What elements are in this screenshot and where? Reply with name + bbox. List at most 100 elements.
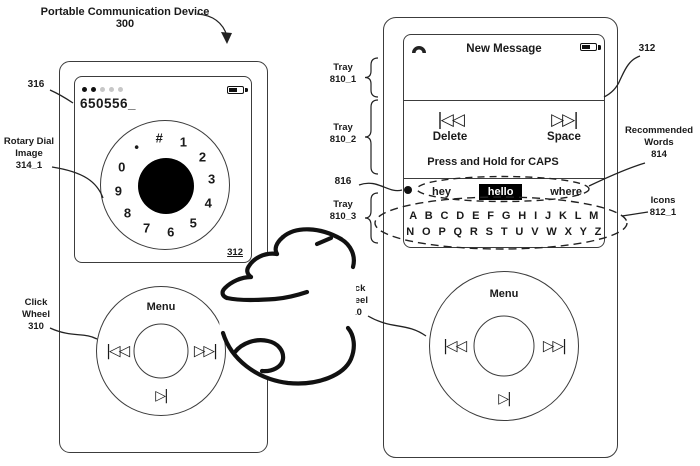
dial-digit: 5 — [190, 215, 197, 230]
rewind-icon: |◁◁ — [418, 110, 482, 130]
brace-tray-810-2 — [365, 100, 378, 174]
callout-line: 810_1 — [322, 74, 364, 86]
dial-digit: 1 — [180, 134, 187, 149]
next-track-icon: ▷▷| — [543, 336, 565, 354]
callout-recommended-words: RecommendedWords814 — [620, 125, 698, 161]
callout-312-screen: 312 — [630, 43, 664, 56]
brace-tray-810-3 — [365, 193, 378, 243]
callout-316: 316 — [22, 79, 50, 92]
callout-tray-810-3: Tray810_3 — [322, 199, 364, 223]
callout-line: Tray — [322, 199, 364, 211]
callout-line: Image — [0, 148, 58, 160]
fast-forward-icon: ▷▷| — [532, 110, 596, 130]
hand-knuckle-1 — [276, 237, 283, 254]
dial-digit: 0 — [118, 159, 125, 174]
delete-label: Delete — [418, 131, 482, 143]
keyboard-row-1: A B C D E F G H I J K L M — [404, 210, 604, 222]
callout-icons-812-1: Icons812_1 — [634, 195, 692, 219]
signal-dot-filled — [82, 87, 87, 92]
callout-line: Tray — [322, 122, 364, 134]
left-status-bar — [82, 84, 244, 95]
dial-digit: 6 — [167, 224, 174, 239]
callout-rotary-dial-image: Rotary DialImage314_1 — [0, 136, 58, 172]
recommended-word: where — [550, 186, 582, 198]
callout-line: 814 — [620, 149, 698, 161]
tray-divider-1 — [404, 100, 604, 101]
callout-line: Words — [620, 137, 698, 149]
callout-line: Tray — [322, 62, 364, 74]
previous-track-icon: |◁◁ — [106, 341, 128, 359]
dialed-number: 650556_ — [80, 96, 136, 111]
wheel-center-button — [474, 316, 535, 377]
keyboard-row-2: N O P Q R S T U V W X Y Z — [404, 226, 604, 238]
previous-track-icon: |◁◁ — [443, 336, 465, 354]
right-device-screen: New Message |◁◁ Delete ▷▷| Space Press a… — [403, 34, 605, 248]
signal-strength-dots — [82, 87, 127, 92]
fingernail-mark — [317, 238, 331, 244]
callout-click-wheel-right: ClickWheel310 — [330, 283, 378, 319]
callout-line: 314_1 — [0, 160, 58, 172]
screen-title: New Message — [404, 43, 604, 55]
hand-top-finger — [283, 229, 341, 239]
callout-tray-810-1: Tray810_1 — [322, 62, 364, 86]
dial-digit: # — [156, 131, 163, 146]
callout-line: 810_3 — [322, 211, 364, 223]
figure-title: Portable Communication Device 300 — [40, 6, 210, 30]
callout-click-wheel-left: ClickWheel310 — [12, 297, 60, 333]
callout-line: Icons — [634, 195, 692, 207]
callout-line: Rotary Dial — [0, 136, 58, 148]
next-track-icon: ▷▷| — [194, 341, 216, 359]
play-pause-icon: ▷| — [97, 388, 225, 404]
dial-digit: 8 — [124, 206, 131, 221]
signal-dot-empty — [118, 87, 123, 92]
delete-control: |◁◁ Delete — [418, 110, 482, 143]
dial-digit: 4 — [205, 196, 212, 211]
callout-line: 310 — [330, 307, 378, 319]
left-device-body: 650556_ #123 45 6 789 0 • 312 Menu |◁◁ ▷▷| ▷| — [59, 61, 268, 453]
callout-line: 310 — [12, 321, 60, 333]
callout-line: 810_2 — [322, 134, 364, 146]
menu-button-label: Menu — [97, 301, 225, 313]
signal-dot-empty — [100, 87, 105, 92]
callout-line: Recommended — [620, 125, 698, 137]
dial-digit: 9 — [115, 183, 122, 198]
title-arrowhead — [221, 32, 232, 44]
brace-tray-810-1 — [365, 58, 378, 97]
rotary-dial-image: #123 45 6 789 0 • — [100, 120, 230, 250]
dial-digit: • — [134, 140, 139, 155]
dial-digit: 3 — [208, 172, 215, 187]
right-click-wheel: Menu |◁◁ ▷▷| ▷| — [429, 271, 579, 421]
space-control: ▷▷| Space — [532, 110, 596, 143]
callout-line: Click — [12, 297, 60, 309]
right-device-body: New Message |◁◁ Delete ▷▷| Space Press a… — [383, 17, 618, 458]
signal-dot-empty — [109, 87, 114, 92]
left-screen-ref: 312 — [227, 247, 243, 258]
recommended-word: hey — [432, 186, 451, 198]
rotary-dial-center — [138, 158, 194, 214]
callout-tray-810-2: Tray810_2 — [322, 122, 364, 146]
figure-title-ref: 300 — [40, 18, 210, 30]
callout-line: Wheel — [330, 295, 378, 307]
figure-title-text: Portable Communication Device — [40, 6, 210, 18]
callout-816: 816 — [328, 176, 358, 189]
dial-digit: 7 — [143, 221, 150, 236]
battery-icon — [227, 86, 244, 94]
menu-button-label: Menu — [430, 288, 578, 300]
wheel-center-button — [134, 324, 189, 379]
battery-icon — [580, 43, 597, 51]
letter-keyboard: A B C D E F G H I J K L M N O P Q R S T U… — [404, 210, 604, 238]
callout-line: 812_1 — [634, 207, 692, 219]
recommended-word-selected: hello — [479, 184, 523, 200]
recommended-words-row: hey hello where — [432, 182, 582, 201]
left-click-wheel: Menu |◁◁ ▷▷| ▷| — [96, 286, 226, 416]
callout-line: Wheel — [12, 309, 60, 321]
caps-hint: Press and Hold for CAPS — [404, 156, 582, 168]
callout-318-hand: 318 — [278, 303, 310, 316]
space-label: Space — [532, 131, 596, 143]
callout-line: Click — [330, 283, 378, 295]
tray-divider-2 — [404, 178, 604, 179]
left-device-screen: 650556_ #123 45 6 789 0 • 312 — [74, 76, 252, 263]
dial-digit: 2 — [199, 149, 206, 164]
hand-right-edge — [341, 239, 354, 267]
